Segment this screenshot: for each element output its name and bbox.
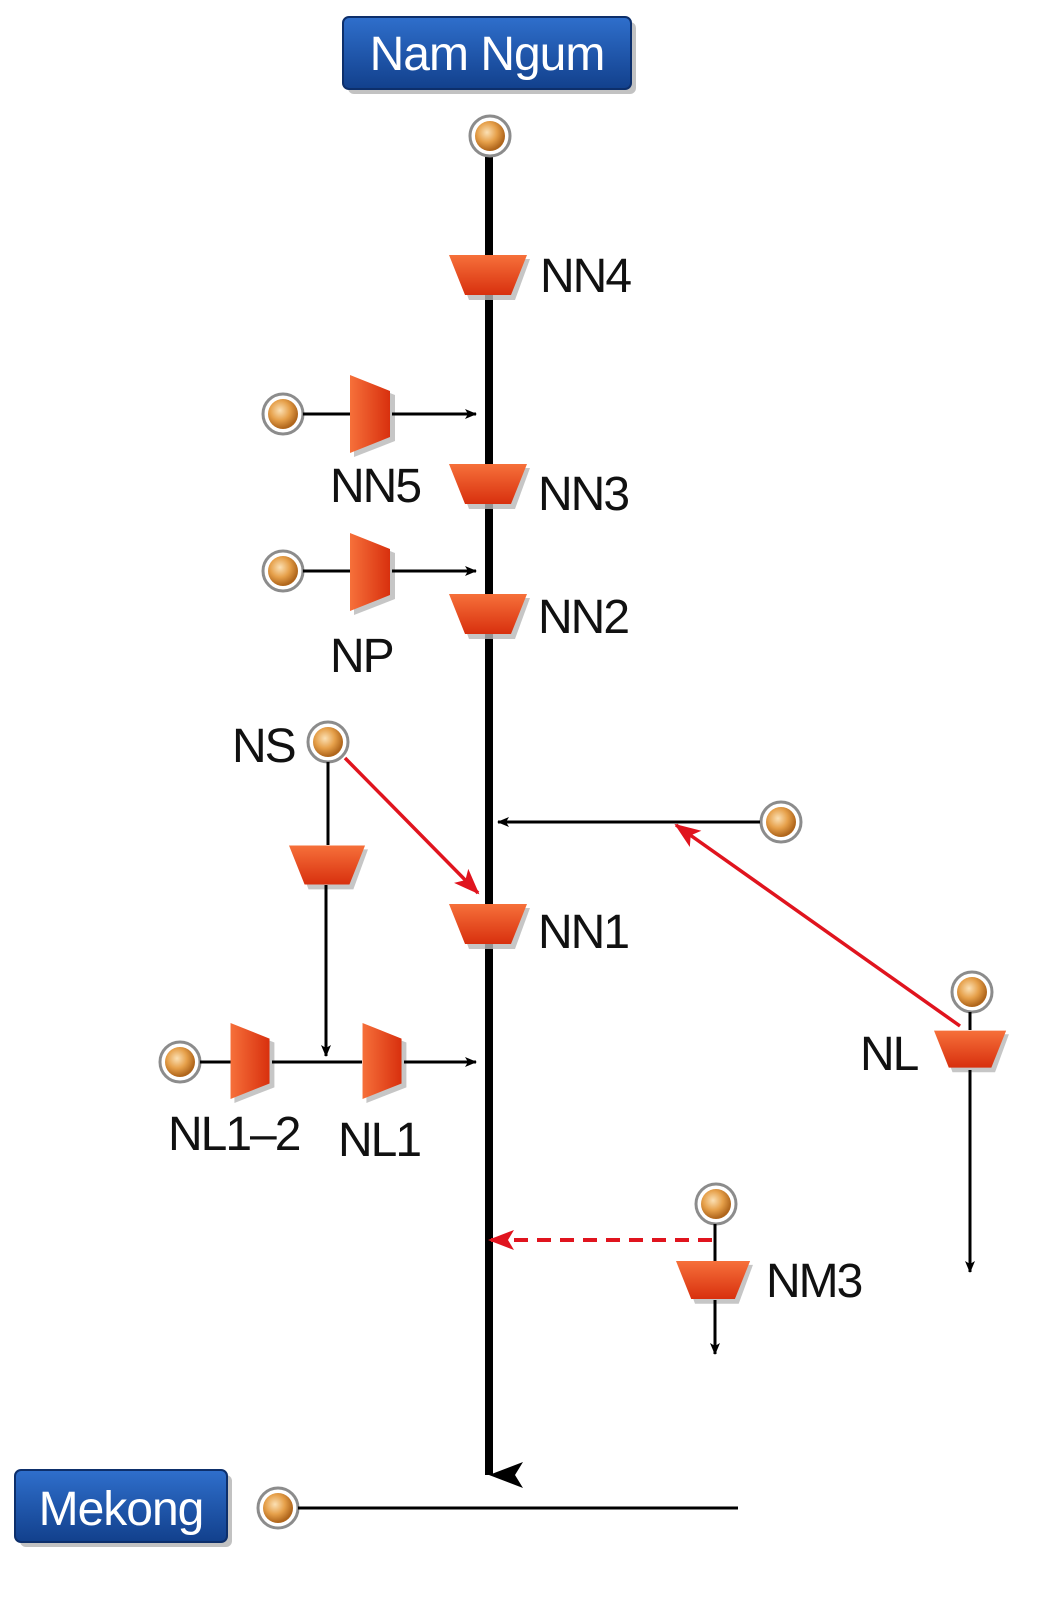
nl12-label: NL1–2 <box>168 1108 300 1161</box>
nl-label: NL <box>860 1028 919 1081</box>
mekong-label-box: Mekong <box>14 1469 232 1547</box>
nn5-label: NN5 <box>330 460 420 513</box>
nn1-dam-icon <box>449 904 530 949</box>
nl12-node <box>158 1040 202 1084</box>
ns-label: NS <box>232 720 295 773</box>
nl-transfer-arrow <box>674 823 962 1028</box>
nn4-dam-icon <box>449 255 530 300</box>
nl-node <box>950 970 994 1014</box>
nn5-node <box>261 392 305 436</box>
ns-dam-icon <box>289 845 368 890</box>
ns-node <box>306 720 350 764</box>
nn2-dam-icon <box>449 594 530 639</box>
nn4-label: NN4 <box>540 250 631 303</box>
nn3-label: NN3 <box>538 468 628 521</box>
nn3-dam-icon <box>449 464 530 509</box>
nn1-label: NN1 <box>538 906 628 959</box>
nl-upper-node <box>759 800 803 844</box>
nm3-node <box>694 1182 738 1226</box>
nam-ngum-label: Nam Ngum <box>370 28 605 81</box>
np-dam-icon <box>350 533 395 615</box>
np-node <box>261 549 305 593</box>
mekong-node <box>256 1486 300 1530</box>
ns-transfer-arrow <box>343 756 480 895</box>
np-label: NP <box>330 630 393 683</box>
nm3-dam-icon <box>676 1261 753 1304</box>
nl1-dam-icon <box>362 1023 407 1103</box>
nm3-label: NM3 <box>766 1255 862 1308</box>
nl-dam-icon <box>934 1030 1009 1073</box>
nl12-dam-icon <box>230 1023 275 1103</box>
mekong-label: Mekong <box>39 1483 204 1536</box>
nn2-label: NN2 <box>538 591 628 644</box>
source-node <box>468 114 512 158</box>
nam-ngum-label-box: Nam Ngum <box>342 16 636 94</box>
nl1-label: NL1 <box>338 1114 420 1167</box>
nn5-dam-icon <box>350 375 395 457</box>
